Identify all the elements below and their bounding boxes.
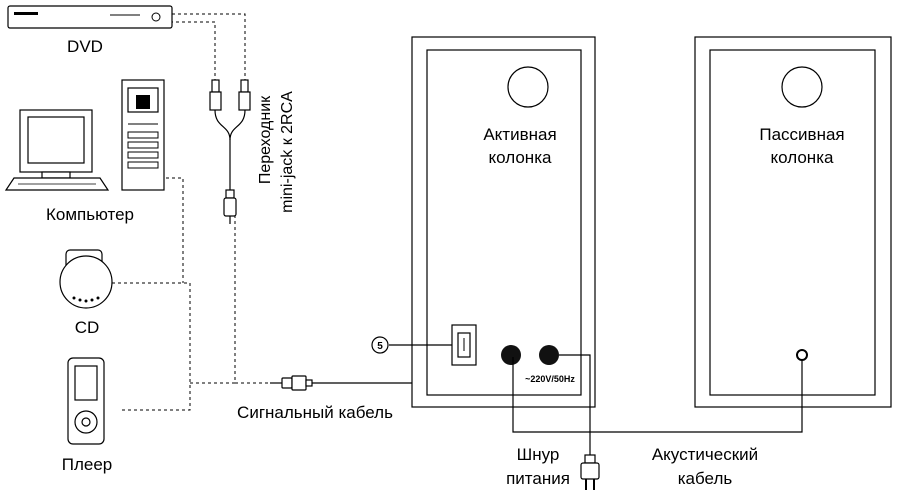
- switch-callout-number: 5: [377, 341, 383, 352]
- passive-speaker-panel: [694, 36, 892, 408]
- mp3-player-icon: [67, 357, 105, 445]
- cd-label: CD: [75, 318, 100, 337]
- speaker-cable-line: [512, 357, 803, 433]
- adapter-label-line2: mini-jack к 2RCA: [279, 91, 296, 213]
- dvd-label: DVD: [67, 37, 103, 56]
- passive-speaker-label-line1: Пассивная: [759, 125, 844, 144]
- passive-speaker-label-line2: колонка: [771, 148, 834, 167]
- cd-player-icon: [59, 249, 113, 309]
- switch-callout-circle: [371, 336, 389, 354]
- speaker-cable-label-line1: Акустический: [652, 445, 758, 464]
- speaker-cable-label-line2: кабель: [678, 469, 733, 488]
- signal-input-jack: [501, 345, 521, 365]
- power-plug-icon: [580, 454, 600, 490]
- power-cord-label-line2: питания: [506, 469, 570, 488]
- power-input-jack: [539, 345, 559, 365]
- rca-adapter-icon: [209, 79, 251, 224]
- minijack-plug-icon: [270, 375, 313, 391]
- computer-label: Компьютер: [46, 205, 134, 224]
- player-label: Плеер: [62, 455, 113, 474]
- computer-icon: [4, 79, 165, 191]
- adapter-label-line1: Переходник: [257, 95, 274, 184]
- power-cord-line: [559, 354, 591, 455]
- active-speaker-label-line1: Активная: [483, 125, 556, 144]
- signal-cable-label: Сигнальный кабель: [237, 403, 393, 422]
- active-speaker-label-line2: колонка: [489, 148, 552, 167]
- source-dashed-lines: [112, 13, 270, 411]
- power-spec-label: ~220V/50Hz: [525, 374, 575, 384]
- dvd-player-icon: [7, 5, 173, 29]
- power-cord-label-line1: Шнур: [517, 445, 560, 464]
- power-switch[interactable]: [451, 324, 477, 366]
